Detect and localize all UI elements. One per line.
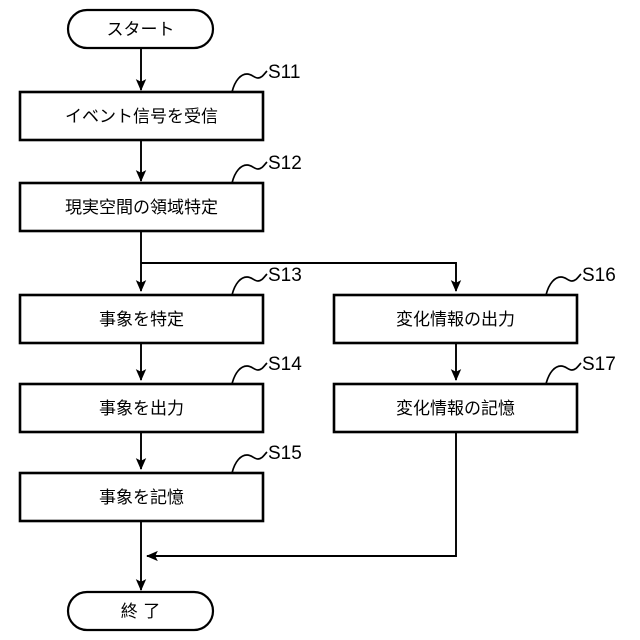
step-label-s15: S15 bbox=[268, 443, 302, 464]
s14-leader-line bbox=[231, 362, 268, 385]
s16-leader-line bbox=[545, 273, 582, 296]
node-s15: 事象を記憶 bbox=[18, 471, 265, 523]
s16-shape bbox=[332, 293, 579, 345]
s11-label: イベント信号を受信 bbox=[65, 107, 218, 127]
node-s17: 変化情報の記憶 bbox=[332, 382, 579, 434]
s11-shape bbox=[18, 90, 265, 142]
end-shape bbox=[66, 590, 215, 632]
node-end: 終 了 bbox=[66, 590, 215, 632]
s14-label: 事象を出力 bbox=[99, 399, 184, 419]
step-label-s12: S12 bbox=[268, 153, 302, 174]
node-s11: イベント信号を受信 bbox=[18, 90, 265, 142]
s12-leader-line bbox=[231, 161, 268, 184]
s15-leader-line bbox=[231, 451, 268, 474]
node-s16: 変化情報の出力 bbox=[332, 293, 579, 345]
step-label-s16: S16 bbox=[582, 265, 616, 286]
s16-label: 変化情報の出力 bbox=[396, 310, 515, 330]
end-label: 終 了 bbox=[121, 602, 160, 622]
s15-shape bbox=[18, 471, 265, 523]
s13-shape bbox=[18, 293, 265, 345]
s13-label: 事象を特定 bbox=[99, 310, 184, 330]
step-label-s17: S17 bbox=[582, 354, 616, 375]
step-label-s13: S13 bbox=[268, 265, 302, 286]
s17-leader-line bbox=[545, 362, 582, 385]
s13-leader-line bbox=[231, 273, 268, 296]
s17-shape bbox=[332, 382, 579, 434]
node-start: スタート bbox=[66, 8, 215, 50]
node-s12: 現実空間の領域特定 bbox=[18, 181, 265, 233]
s11-leader-line bbox=[231, 70, 268, 93]
start-shape bbox=[66, 8, 215, 50]
s14-shape bbox=[18, 382, 265, 434]
s15-label: 事象を記憶 bbox=[99, 488, 184, 508]
edge-branch-to-s16 bbox=[141, 262, 462, 292]
node-s14: 事象を出力 bbox=[18, 382, 265, 434]
start-label: スタート bbox=[107, 20, 175, 40]
step-label-s14: S14 bbox=[268, 354, 302, 375]
s17-label: 変化情報の記憶 bbox=[396, 399, 515, 419]
node-s13: 事象を特定 bbox=[18, 293, 265, 345]
s12-shape bbox=[18, 181, 265, 233]
edge-s17-to-end bbox=[146, 432, 457, 562]
step-label-s11: S11 bbox=[268, 62, 300, 83]
s12-label: 現実空間の領域特定 bbox=[65, 198, 218, 218]
